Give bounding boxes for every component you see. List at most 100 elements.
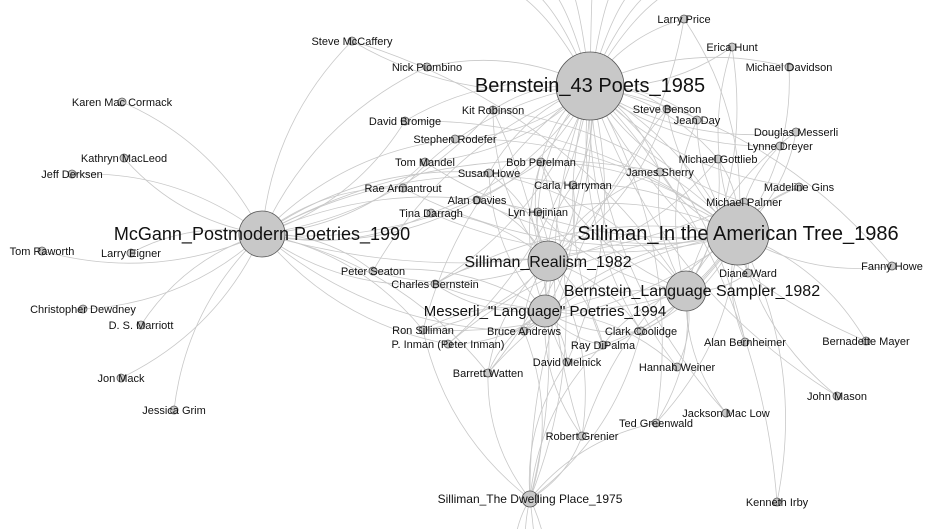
- node-tom-mandel[interactable]: [420, 157, 430, 167]
- node-kit-robinson[interactable]: [488, 105, 498, 115]
- node-bruce-andrews[interactable]: [519, 326, 529, 336]
- node-karen-mac-cormack[interactable]: [117, 97, 127, 107]
- node-david-bromige[interactable]: [400, 116, 410, 126]
- label-ray-dipalma: Ray DiPalma: [571, 340, 636, 352]
- edge-bernstein_sampler-susan_howe: [488, 172, 687, 292]
- node-michael-gottlieb[interactable]: [713, 154, 723, 164]
- edge-bernstein_sampler-lyn_hejinian: [537, 211, 687, 292]
- node-charles-bernstein[interactable]: [430, 279, 440, 289]
- node-silliman-dwelling[interactable]: [521, 490, 539, 508]
- edge-messerli-bob_perelman: [529, 161, 546, 312]
- edge-messerli-susan_howe: [488, 172, 546, 312]
- node-diane-ward[interactable]: [743, 268, 753, 278]
- node-erica-hunt[interactable]: [727, 42, 737, 52]
- node-silliman-tree[interactable]: [706, 202, 770, 266]
- label-mcgann: McGann_Postmodern Poetries_1990: [114, 224, 410, 245]
- label-christopher-dewdney: Christopher Dewdney: [30, 304, 136, 316]
- label-bruce-andrews: Bruce Andrews: [487, 326, 561, 338]
- node-robert-grenier[interactable]: [577, 431, 587, 441]
- label-barrett-watten: Barrett Watten: [453, 368, 524, 380]
- label-kathryn-macleod: Kathryn MacLeod: [81, 153, 167, 165]
- node-kenneth-irby[interactable]: [772, 497, 782, 507]
- label-lyn-hejinian: Lyn Hejinian: [508, 207, 568, 219]
- label-jon-mack: Jon Mack: [97, 373, 145, 385]
- node-nick-piombino[interactable]: [422, 62, 432, 72]
- node-james-sherry[interactable]: [655, 167, 665, 177]
- label-silliman-dwelling: Silliman_The Dwelling Place_1975: [438, 492, 623, 506]
- node-silliman-realism[interactable]: [527, 240, 569, 282]
- node-tina-darragh[interactable]: [426, 208, 436, 218]
- label-david-bromige: David Bromige: [369, 116, 441, 128]
- node-ray-dipalma[interactable]: [598, 340, 608, 350]
- edge-mcgann-jon_mack: [120, 233, 263, 379]
- edge-mcgann-steve_mccaffery: [261, 40, 353, 235]
- node-steve-mccaffery[interactable]: [347, 36, 357, 46]
- label-bernstein43: Bernstein_43 Poets_1985: [475, 75, 705, 97]
- node-rae-armantrout[interactable]: [398, 183, 408, 193]
- node-ted-greenwald[interactable]: [651, 418, 661, 428]
- node-michael-davidson[interactable]: [784, 62, 794, 72]
- label-carla-harryman: Carla Harryman: [534, 180, 612, 192]
- node-bernadette-mayer[interactable]: [861, 336, 871, 346]
- label-jackson-mac-low: Jackson Mac Low: [682, 408, 769, 420]
- label-larry-eigner: Larry Eigner: [101, 248, 161, 260]
- node-hannah-weiner[interactable]: [672, 362, 682, 372]
- edge-mcgann-tom_raworth: [41, 233, 263, 264]
- label-alan-bernheimer: Alan Bernheimer: [704, 337, 786, 349]
- edge-mcgann-stephen_rodefer: [261, 138, 456, 235]
- node-susan-howe[interactable]: [484, 168, 494, 178]
- node-john-mason[interactable]: [832, 391, 842, 401]
- node-madeline-gins[interactable]: [794, 182, 804, 192]
- node-fanny-howe[interactable]: [887, 261, 897, 271]
- edge-silliman_realism-steve_benson: [547, 108, 668, 262]
- edge-mcgann-jeff_derksen: [71, 173, 263, 235]
- node-jackson-mac-low[interactable]: [721, 408, 731, 418]
- edge-bernstein43-barrett_watten: [487, 85, 591, 374]
- graph-nodes: [37, 14, 897, 508]
- node-alan-bernheimer[interactable]: [740, 337, 750, 347]
- node-jessica-grim[interactable]: [169, 405, 179, 415]
- node-ron-silliman[interactable]: [418, 325, 428, 335]
- node-bob-perelman[interactable]: [536, 157, 546, 167]
- node-jean-day[interactable]: [692, 115, 702, 125]
- label-nick-piombino: Nick Piombino: [392, 62, 462, 74]
- node-larry-eigner[interactable]: [126, 248, 136, 258]
- node-lyn-hejinian[interactable]: [533, 207, 543, 217]
- label-bernadette-mayer: Bernadette Mayer: [822, 336, 910, 348]
- node-alan-davies[interactable]: [472, 195, 482, 205]
- node-messerli[interactable]: [528, 294, 562, 328]
- node-steve-benson[interactable]: [662, 104, 672, 114]
- node-larry-price[interactable]: [679, 14, 689, 24]
- node-jon-mack[interactable]: [116, 373, 126, 383]
- node-peter-seaton[interactable]: [368, 266, 378, 276]
- node-tom-raworth[interactable]: [37, 246, 47, 256]
- node-bernstein43[interactable]: [555, 51, 625, 121]
- node-barrett-watten[interactable]: [483, 368, 493, 378]
- node-clark-coolidge[interactable]: [636, 326, 646, 336]
- node-jeff-derksen[interactable]: [67, 169, 77, 179]
- edge-bernstein43-p_inman: [447, 85, 591, 345]
- node-douglas-messerli[interactable]: [791, 127, 801, 137]
- node-david-melnick[interactable]: [562, 357, 572, 367]
- label-rae-armantrout: Rae Armantrout: [364, 183, 441, 195]
- edge-bernstein43-david_melnick: [566, 85, 605, 363]
- node-christopher-dewdney[interactable]: [78, 304, 88, 314]
- node-ds-marriott[interactable]: [136, 320, 146, 330]
- node-p-inman[interactable]: [443, 339, 453, 349]
- label-clark-coolidge: Clark Coolidge: [605, 326, 677, 338]
- node-carla-harryman[interactable]: [568, 180, 578, 190]
- label-fanny-howe: Fanny Howe: [861, 261, 923, 273]
- edge-bernstein43-peter_seaton: [372, 85, 591, 272]
- edge-silliman_tree-kit_robinson: [492, 109, 739, 235]
- node-bernstein-sampler[interactable]: [665, 270, 707, 312]
- edge-silliman_realism-michael_gottlieb: [547, 158, 719, 262]
- node-stephen-rodefer[interactable]: [450, 134, 460, 144]
- label-erica-hunt: Erica Hunt: [706, 42, 757, 54]
- node-mcgann[interactable]: [238, 210, 286, 258]
- edge-silliman_dwelling-bruce_andrews: [523, 330, 543, 500]
- edge-messerli-hannah_weiner: [544, 310, 678, 368]
- node-kathryn-macleod[interactable]: [119, 153, 129, 163]
- edge-mcgann-karen_mac_cormack: [121, 101, 263, 235]
- node-lynne-dreyer[interactable]: [775, 141, 785, 151]
- edge-silliman_tree-barrett_watten: [487, 233, 739, 374]
